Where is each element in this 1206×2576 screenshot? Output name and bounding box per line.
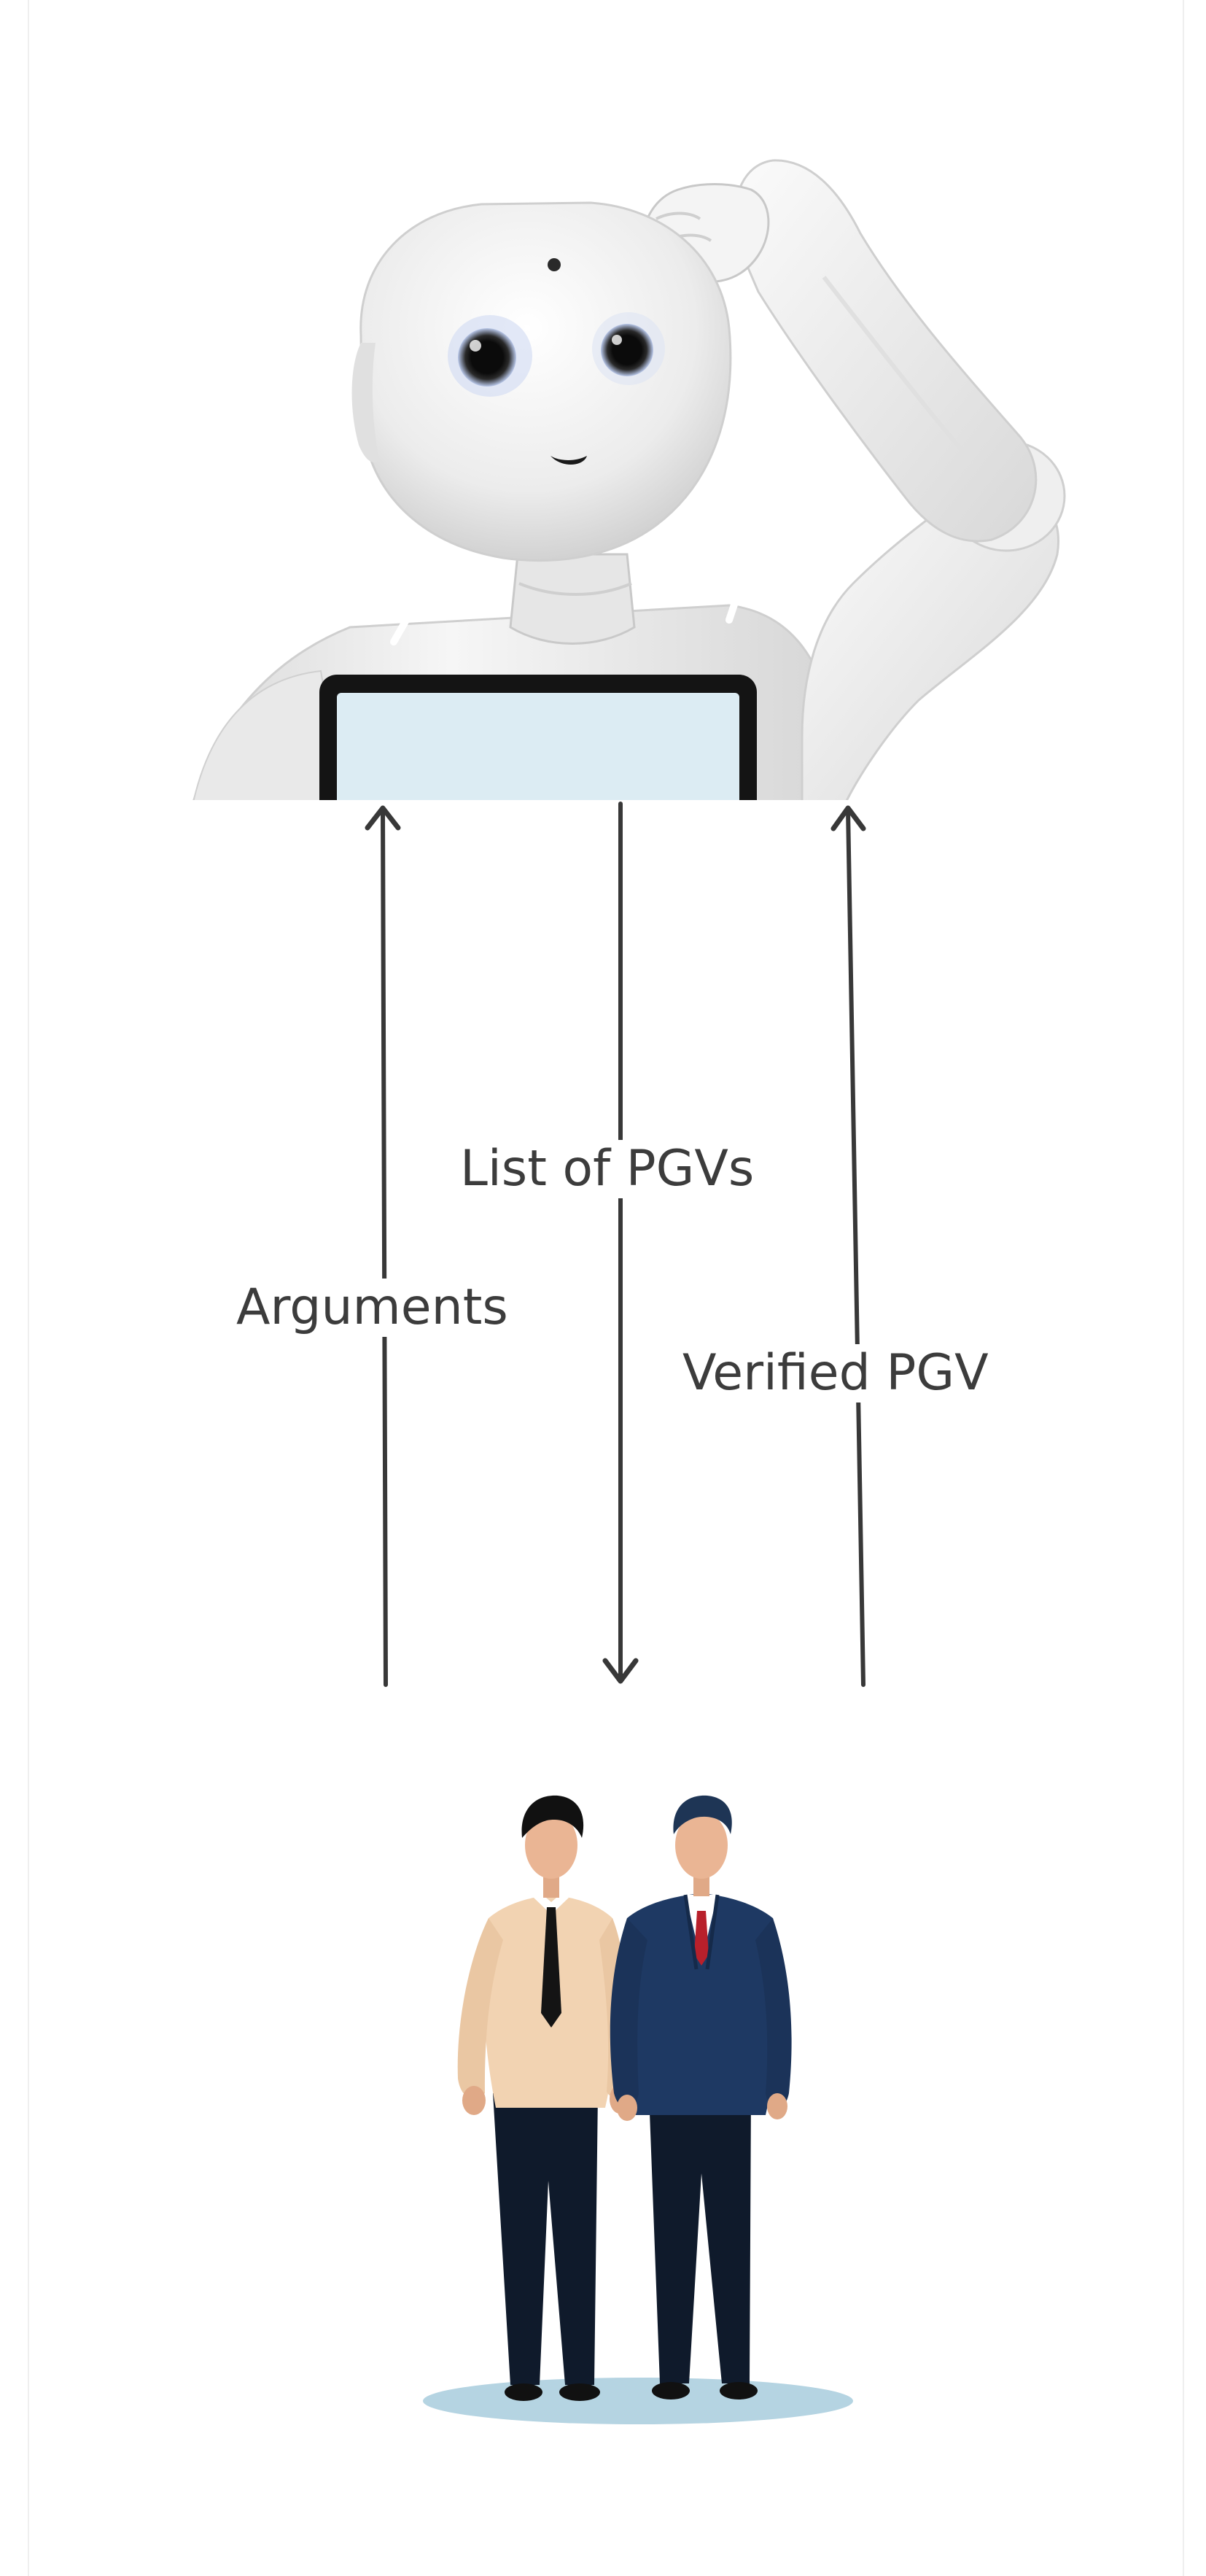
robot-head [359, 201, 732, 562]
people-illustration [423, 1795, 853, 2424]
robot-left-shoulder [192, 670, 343, 800]
list-of-pgvs-label: List of PGVs [456, 1140, 759, 1198]
arguments-arrow-line [381, 807, 388, 1687]
person-beige-shirt [457, 1795, 630, 2401]
robot-forearm [733, 159, 1038, 543]
page-edge-left [28, 0, 29, 2576]
arrows [365, 802, 866, 1687]
ground-shadow [423, 2378, 853, 2424]
page-edge-right [1183, 0, 1184, 2576]
list-of-pgvs-arrow-head [602, 1658, 639, 1684]
verified-pgv-arrow-head [830, 805, 866, 831]
verified-pgv-label: Verified PGV [678, 1344, 993, 1403]
person-navy-suit [610, 1795, 792, 2400]
arguments-label: Arguments [232, 1279, 513, 1337]
robot-illustration [192, 159, 1066, 800]
robot-left-eye [458, 328, 516, 387]
robot-neck [509, 553, 636, 645]
verified-pgv-arrow-line [846, 807, 865, 1687]
arguments-arrow-head [365, 805, 401, 831]
robot-mouth [551, 456, 587, 465]
robot-tablet-screen [337, 693, 739, 800]
robot-right-eye [601, 324, 653, 376]
